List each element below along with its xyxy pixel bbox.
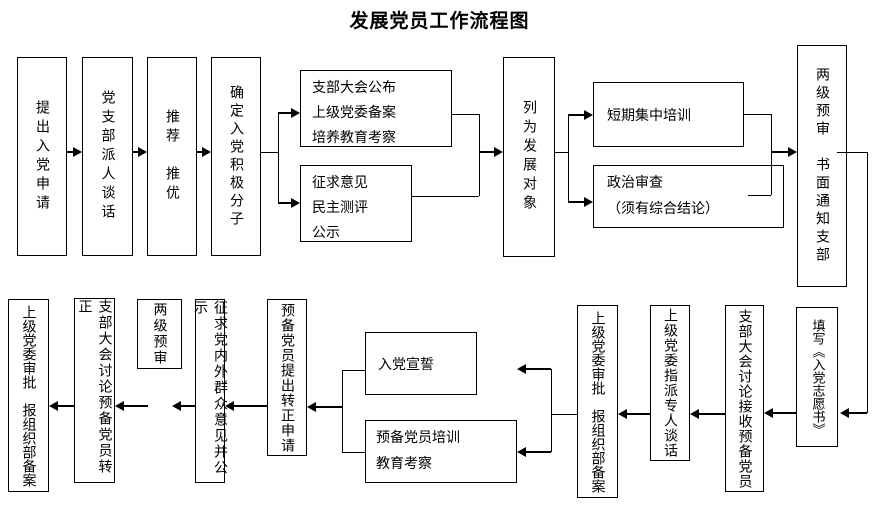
node-oath: 入党宣誓: [365, 332, 477, 395]
node-label: 入党宣誓: [378, 356, 434, 373]
node-label: 预备党员培训 教育考察: [376, 430, 460, 472]
connector-line: [744, 114, 771, 115]
arrow-left: [49, 401, 74, 411]
arrow-right: [278, 198, 300, 208]
node-label: 预备党员提出转正申请: [279, 302, 295, 453]
node-label: 上级党委审批 报组织部备案: [589, 310, 606, 493]
node-label: 党支部派人谈话: [99, 90, 116, 223]
connector-line: [748, 195, 771, 196]
arrow-right: [278, 108, 300, 118]
node-short-term-training: 短期集中培训: [593, 82, 744, 147]
connector-line: [555, 152, 568, 153]
connector-line: [278, 113, 279, 203]
arrow-right: [479, 147, 503, 157]
node-label: 支部大会公布 上级党委备案 培养教育考察: [312, 80, 396, 146]
node-label: 政治审查 （须有综合结论）: [607, 175, 719, 217]
node-label: 上级党委指派专人谈话: [662, 308, 678, 458]
node-branch-meeting-confirm-membership: 支部大会讨论预备党员转正: [74, 298, 115, 483]
node-branch-meeting-accept-probationary: 支部大会讨论接收预备党员: [725, 305, 764, 492]
arrow-left: [115, 401, 148, 411]
node-label: 推荐 推优: [164, 109, 180, 204]
arrow-right: [568, 197, 593, 207]
node-label: 两级预审 书面通知支部: [814, 67, 830, 265]
connector-line: [342, 452, 365, 453]
node-label: 支部大会讨论预备党员转正: [76, 299, 113, 475]
arrow-left: [517, 447, 551, 457]
node-submit-application: 提出入党申请: [17, 57, 67, 256]
node-label: 征求党内外群众意见并公示: [192, 300, 228, 476]
node-solicit-public-opinions: 征求党内外群众意见并公示: [192, 299, 228, 483]
arrow-right: [67, 147, 82, 157]
node-political-review: 政治审查 （须有综合结论）: [593, 165, 784, 228]
node-label: 支部大会讨论接收预备党员: [736, 308, 753, 489]
arrow-right: [133, 147, 147, 157]
node-higher-committee-approval-report-1: 上级党委审批 报组织部备案: [577, 305, 618, 498]
connector-line: [551, 414, 577, 415]
connector-line: [837, 152, 867, 153]
node-solicit-opinions: 征求意见 民主测评 公示: [300, 165, 412, 242]
connector-line: [342, 370, 365, 371]
node-list-as-development-target: 列为发展对象: [503, 57, 555, 257]
node-label: 确定入党积极分子: [228, 84, 244, 229]
node-probationary-training: 预备党员培训 教育考察: [365, 420, 517, 483]
arrow-left: [225, 401, 267, 411]
page-title: 发展党员工作流程图: [349, 10, 530, 32]
arrow-left: [517, 364, 551, 374]
connector-line: [568, 115, 569, 202]
node-recommend: 推荐 推优: [147, 57, 197, 256]
connector-line: [551, 369, 552, 452]
arrow-left: [618, 409, 650, 419]
node-announce-record-review: 支部大会公布 上级党委备案 培养教育考察: [300, 70, 452, 147]
node-label: 提出入党申请: [34, 99, 50, 214]
arrow-left: [764, 408, 796, 418]
arrow-left: [172, 401, 195, 411]
node-apply-full-membership: 预备党员提出转正申请: [267, 299, 307, 456]
node-higher-committee-appoints-talker: 上级党委指派专人谈话: [650, 305, 690, 461]
node-label: 征求意见 民主测评 公示: [312, 175, 368, 241]
arrow-left: [307, 402, 342, 412]
connector-line: [342, 370, 343, 452]
arrow-left: [840, 408, 867, 418]
arrow-right: [197, 147, 211, 157]
node-fill-application-form: 填写《入党志愿书》: [796, 307, 838, 447]
node-branch-sends-talker: 党支部派人谈话: [82, 57, 133, 256]
connector-line: [479, 114, 480, 196]
connector-line: [771, 114, 772, 195]
node-label: 两级预审: [151, 302, 168, 366]
node-label: 上级党委审批 报组织部备案: [20, 304, 37, 487]
node-confirm-activist: 确定入党积极分子: [211, 57, 261, 256]
node-label: 短期集中培训: [607, 107, 691, 124]
node-label: 填写《入党志愿书》: [809, 318, 825, 436]
arrow-right: [771, 147, 797, 157]
node-label: 列为发展对象: [521, 100, 537, 214]
node-higher-committee-approval-report-2: 上级党委审批 报组织部备案: [8, 299, 49, 492]
arrow-left: [690, 409, 725, 419]
node-two-level-preview-notify: 两级预审 书面通知支部: [797, 45, 847, 287]
connector-line: [412, 196, 479, 197]
connector-line: [452, 114, 479, 115]
node-two-level-preview: 两级预审: [137, 299, 182, 369]
arrow-right: [568, 110, 593, 120]
connector-line: [261, 152, 278, 153]
connector-line: [867, 152, 868, 413]
